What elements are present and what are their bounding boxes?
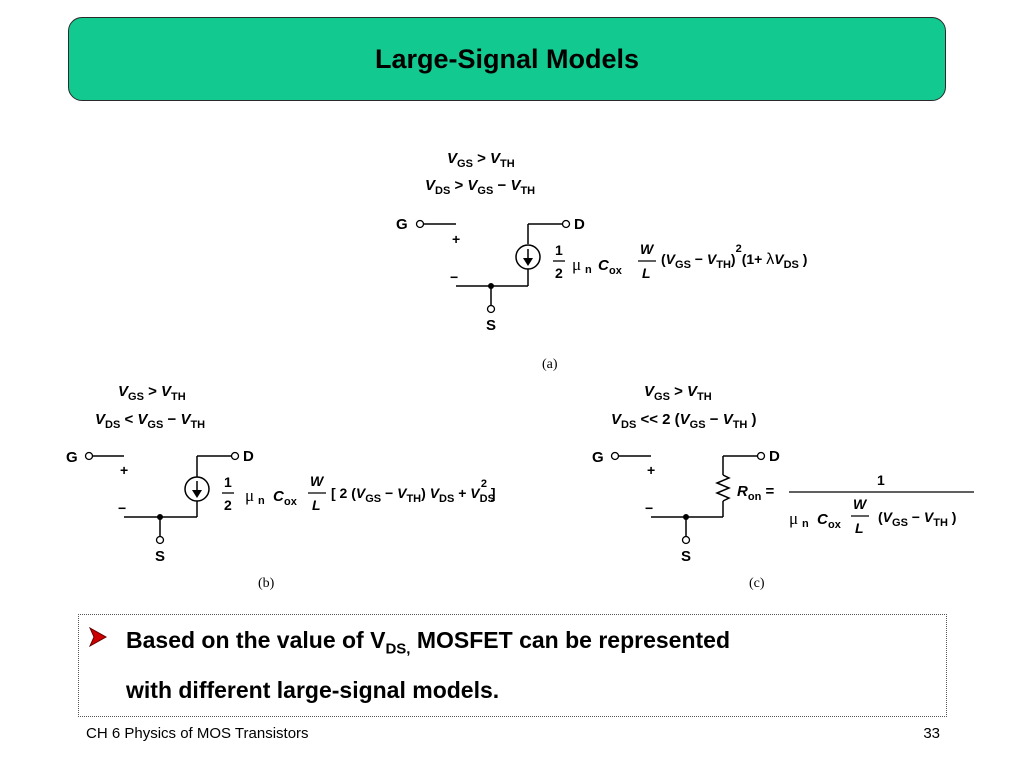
model-c-plus: +: [647, 462, 655, 478]
slide-title: Large-Signal Models: [374, 43, 640, 74]
model-a-caption: (a): [542, 357, 558, 372]
svg-text:(VGS − VTH)2(1+ λVDS ): (VGS − VTH)2(1+ λVDS ): [661, 243, 807, 271]
model-a-drain-terminal: [561, 219, 571, 229]
model-b-condition-1: VGS > VTH: [118, 383, 186, 403]
title-banner: Large-Signal Models: [68, 17, 946, 101]
svg-text:n: n: [258, 495, 265, 507]
model-a-gate-label: G: [396, 216, 408, 233]
svg-text:Ron =: Ron =: [737, 483, 774, 503]
svg-text:2: 2: [555, 265, 563, 281]
model-c-gate-terminal: [610, 451, 620, 461]
bullet-arrow-icon: [88, 626, 108, 648]
model-c-caption: (c): [749, 576, 765, 591]
svg-text:W: W: [853, 496, 868, 512]
svg-text:L: L: [642, 265, 651, 281]
resistor-icon: [715, 474, 731, 502]
model-c-drain-label: D: [769, 448, 780, 465]
model-c-condition-2: VDS << 2 (VGS − VTH ): [611, 411, 757, 431]
svg-text:L: L: [855, 520, 864, 536]
model-b-gate-label: G: [66, 449, 78, 466]
mosfet-models-diagram: VGS > VTH VDS > VGS − VTH G + − D S 1 2 …: [66, 150, 974, 591]
model-a-condition-1: VGS > VTH: [447, 150, 515, 170]
svg-text:ox: ox: [284, 496, 298, 508]
model-c-drain-terminal: [756, 451, 766, 461]
svg-text:2: 2: [224, 497, 232, 513]
svg-text:ox: ox: [828, 519, 842, 531]
svg-text:1: 1: [555, 242, 563, 258]
bullet-box: [78, 614, 947, 717]
model-a-condition-2: VDS > VGS − VTH: [425, 177, 535, 197]
model-a-equation: 1 2 μ n C ox W L (VGS − VTH)2(1+ λVDS ): [553, 241, 807, 281]
svg-text:ox: ox: [609, 265, 623, 277]
model-a-gate-terminal: [415, 219, 425, 229]
model-b-caption: (b): [258, 576, 275, 591]
model-a: VGS > VTH VDS > VGS − VTH G + − D S 1 2 …: [396, 150, 807, 372]
model-b-source-terminal: [155, 535, 165, 545]
model-c-gate-label: G: [592, 449, 604, 466]
svg-text:L: L: [312, 497, 321, 513]
model-b-minus: −: [118, 500, 126, 516]
svg-text:C: C: [598, 257, 610, 274]
model-a-source-terminal: [486, 304, 496, 314]
model-a-plus: +: [452, 231, 460, 247]
model-b-equation: 1 2 μ n C ox W L [ 2 (VGS − VTH) VDS + V…: [222, 473, 496, 513]
svg-text:n: n: [585, 264, 592, 276]
model-c-source-label: S: [681, 548, 691, 565]
model-a-source-label: S: [486, 317, 496, 334]
svg-text:(VGS − VTH ): (VGS − VTH ): [878, 509, 956, 529]
svg-text:1: 1: [224, 474, 232, 490]
model-b-plus: +: [120, 462, 128, 478]
bullet-line-1: Based on the value of VDS, MOSFET can be…: [126, 627, 730, 658]
svg-text:C: C: [817, 511, 829, 528]
svg-text:1: 1: [877, 472, 885, 488]
model-b-source-label: S: [155, 548, 165, 565]
model-b: VGS > VTH VDS < VGS − VTH G + − D S 1 2 …: [66, 383, 496, 591]
model-b-gate-terminal: [84, 451, 94, 461]
model-a-drain-label: D: [574, 216, 585, 233]
model-c-equation: Ron = 1 μ n C ox W L (VGS − VTH ): [737, 472, 974, 536]
svg-text:W: W: [310, 473, 325, 489]
model-b-drain-label: D: [243, 448, 254, 465]
svg-text:C: C: [273, 488, 285, 505]
bullet-text: Based on the value of VDS, MOSFET can be…: [126, 620, 926, 710]
model-b-condition-2: VDS < VGS − VTH: [95, 411, 205, 431]
svg-text:μ: μ: [572, 255, 581, 274]
svg-text:μ: μ: [245, 486, 254, 505]
model-c-source-terminal: [681, 535, 691, 545]
svg-text:n: n: [802, 518, 809, 530]
model-c: VGS > VTH VDS << 2 (VGS − VTH ) G + − D …: [592, 383, 974, 591]
model-c-minus: −: [645, 500, 653, 516]
footer-chapter: CH 6 Physics of MOS Transistors: [86, 725, 309, 742]
model-b-drain-terminal: [230, 451, 240, 461]
model-c-condition-1: VGS > VTH: [644, 383, 712, 403]
bullet-line-2: with different large-signal models.: [126, 676, 500, 703]
svg-text:[ 2 (VGS − VTH) VDS + VDS2 ]: [ 2 (VGS − VTH) VDS + VDS2 ]: [331, 478, 496, 505]
svg-text:μ: μ: [789, 509, 798, 528]
svg-text:W: W: [640, 241, 655, 257]
model-a-minus: −: [450, 269, 458, 285]
footer-page-number: 33: [923, 725, 940, 742]
